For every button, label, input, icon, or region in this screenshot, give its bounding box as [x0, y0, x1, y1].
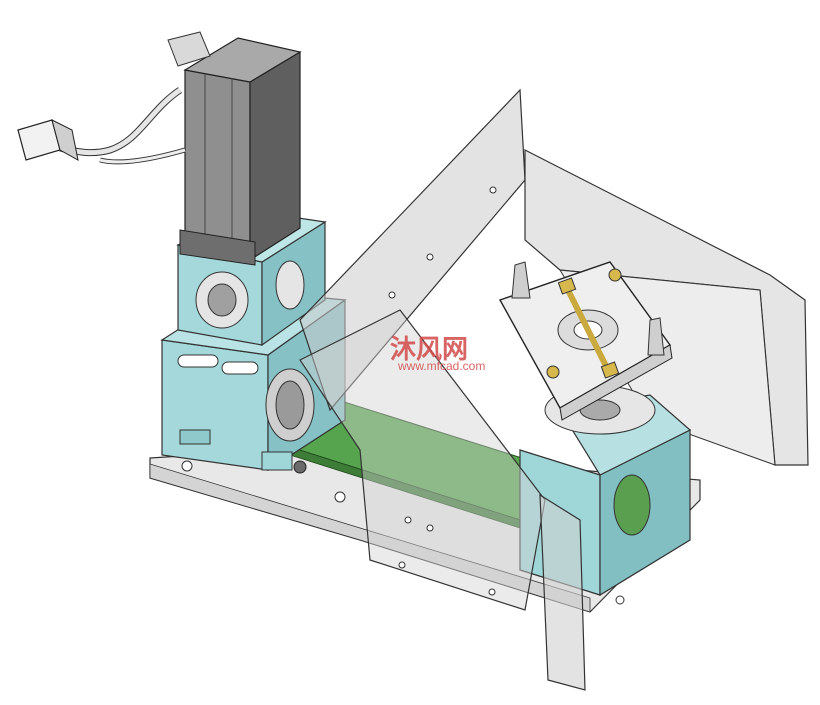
left-pulley [265, 368, 315, 442]
watermark-site-text: www.mfcad.com [397, 359, 485, 373]
front-guard-panel [299, 309, 586, 691]
fixture-plate [498, 261, 673, 421]
motor-cable [17, 87, 186, 165]
watermark: 沐风网 www.mfcad.com [390, 335, 485, 373]
servo-motor [167, 31, 302, 266]
watermark-logo-text: 沐风网 [390, 335, 468, 365]
